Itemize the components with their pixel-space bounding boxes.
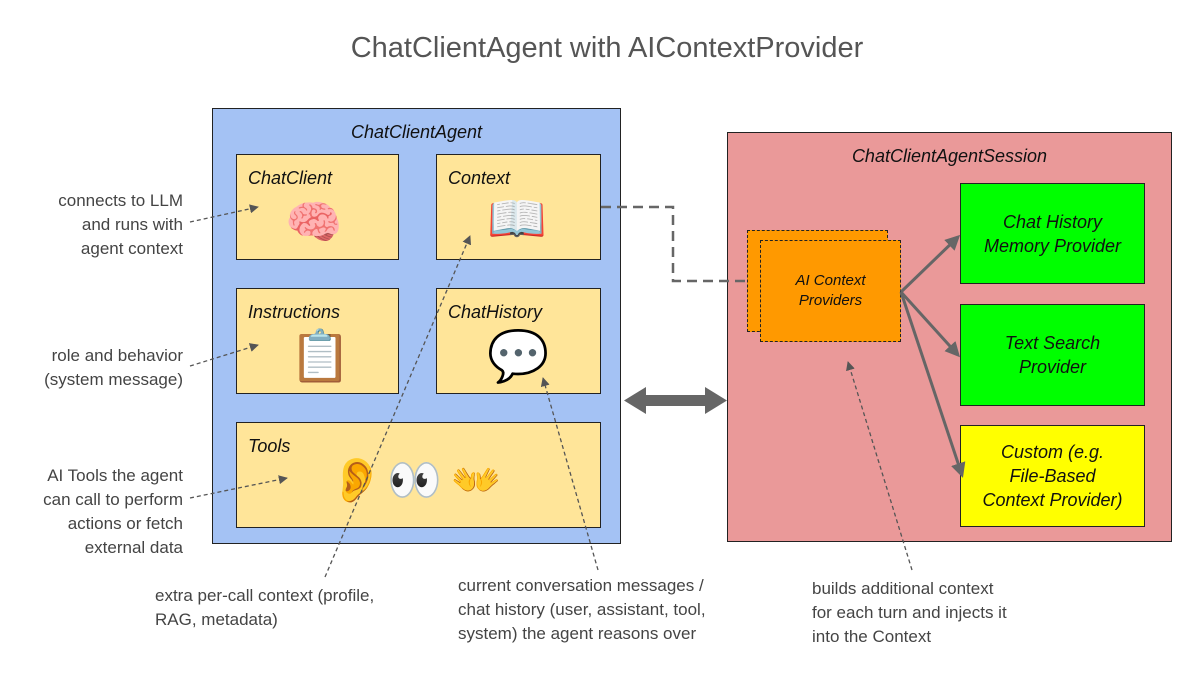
note-line: can call to perform bbox=[43, 490, 183, 509]
note-line: AI Tools the agent bbox=[47, 466, 183, 485]
note-line: (system message) bbox=[44, 370, 183, 389]
note-line: connects to LLM bbox=[58, 191, 183, 210]
provider-line: Provider bbox=[1018, 357, 1086, 377]
provider-line: Context Provider) bbox=[982, 490, 1123, 510]
instructions-note: role and behavior (system message) bbox=[0, 344, 183, 392]
session-panel-title: ChatClientAgentSession bbox=[851, 146, 1048, 166]
aicp-note: builds additional context for each turn … bbox=[812, 577, 1072, 649]
chatclient-card: ChatClient 🧠 bbox=[236, 154, 399, 260]
note-line: external data bbox=[84, 538, 183, 557]
tools-label: Tools bbox=[248, 436, 291, 456]
provider-line: Memory Provider bbox=[983, 235, 1122, 256]
provider-line: File-Based bbox=[1009, 466, 1096, 486]
note-line: agent context bbox=[80, 239, 183, 258]
provider-line: Custom (e.g. bbox=[1000, 442, 1105, 462]
chathistory-note: current conversation messages / chat his… bbox=[458, 574, 768, 646]
clipboard-icon: 📋 bbox=[289, 327, 352, 385]
context-label: Context bbox=[448, 168, 511, 188]
instructions-label: Instructions bbox=[248, 302, 341, 322]
custom-file-based-provider-box: Custom (e.g. File-Based Context Provider… bbox=[960, 425, 1145, 527]
note-line: actions or fetch bbox=[67, 514, 183, 533]
note-line: current conversation messages / bbox=[458, 576, 704, 595]
aicp-to-text-search-provider-arrow bbox=[899, 290, 961, 358]
note-line: system) the agent reasons over bbox=[458, 624, 697, 643]
context-to-aicp-connector bbox=[601, 205, 747, 283]
note-line: role and behavior bbox=[51, 346, 183, 365]
provider-line: Chat History bbox=[1002, 211, 1103, 232]
note-line: into the Context bbox=[812, 627, 932, 646]
ai-context-providers-line-2: Providers bbox=[798, 292, 863, 309]
instructions-note-arrow bbox=[189, 343, 259, 367]
agent-panel-title: ChatClientAgent bbox=[350, 122, 483, 142]
note-line: chat history (user, assistant, tool, bbox=[458, 600, 706, 619]
note-line: and runs with bbox=[81, 215, 183, 234]
ai-context-providers-box: AI Context Providers bbox=[760, 240, 901, 342]
text-search-provider-box: Text Search Provider bbox=[960, 304, 1145, 406]
provider-line: Text Search bbox=[1004, 333, 1101, 353]
raised-hands-icon: 👐 bbox=[451, 458, 501, 504]
agent-session-double-arrow bbox=[624, 387, 727, 414]
note-line: RAG, metadata) bbox=[155, 610, 278, 629]
context-note-arrow bbox=[324, 235, 471, 578]
brain-icon: 🧠 bbox=[285, 195, 343, 249]
aicp-to-custom-provider-arrow bbox=[899, 291, 966, 478]
tools-note: AI Tools the agent can call to perform a… bbox=[0, 464, 183, 560]
ai-context-providers-line-1: AI Context bbox=[795, 272, 866, 289]
note-line: extra per-call context (profile, bbox=[155, 586, 375, 605]
aicp-to-memory-provider-arrow bbox=[899, 234, 961, 294]
chathistory-card: ChatHistory 💬 bbox=[436, 288, 601, 394]
chathistory-note-arrow bbox=[540, 377, 599, 571]
chathistory-label: ChatHistory bbox=[448, 302, 543, 322]
diagram-title: ChatClientAgent with AIContextProvider bbox=[350, 32, 864, 64]
eyes-icon: 👀 bbox=[387, 455, 442, 506]
speech-bubble-icon: 💬 bbox=[487, 327, 550, 385]
aicp-note-arrow bbox=[846, 361, 913, 571]
chatclient-note: connects to LLM and runs with agent cont… bbox=[0, 189, 183, 261]
tools-card: Tools 👂 👀 👐 bbox=[236, 422, 601, 528]
chatclient-note-arrow bbox=[189, 204, 259, 223]
note-line: builds additional context bbox=[812, 579, 994, 598]
instructions-card: Instructions 📋 bbox=[236, 288, 399, 394]
ear-icon: 👂 bbox=[329, 455, 384, 506]
context-note: extra per-call context (profile, RAG, me… bbox=[155, 584, 445, 632]
note-line: for each turn and injects it bbox=[812, 603, 1007, 622]
chatclient-label: ChatClient bbox=[248, 168, 333, 188]
open-book-icon: 📖 bbox=[487, 191, 547, 247]
tools-note-arrow bbox=[189, 475, 288, 499]
chat-history-memory-provider-box: Chat History Memory Provider bbox=[960, 183, 1145, 284]
